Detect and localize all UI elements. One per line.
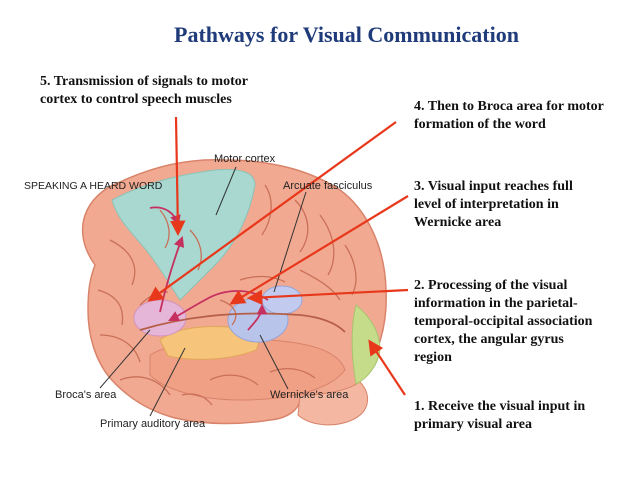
primary-visual-area	[351, 304, 381, 385]
label-speaking-heard-word: SPEAKING A HEARD WORD	[24, 180, 163, 192]
step-3-number: 3.	[414, 179, 425, 194]
lateral-sulcus	[139, 312, 346, 333]
callout-arrows	[147, 116, 409, 396]
step-1-text: Receive the visual input in primary visu…	[414, 399, 586, 432]
arrow-step-4	[147, 121, 397, 302]
step-5-note: 5. Transmission of signals to motor cort…	[40, 73, 248, 109]
gyri-lines	[97, 184, 357, 406]
step-4-text: Then to Broca area for motor formation o…	[414, 99, 604, 132]
label-leaders	[99, 166, 307, 417]
step-4-note: 4. Then to Broca area for motor formatio…	[414, 98, 604, 134]
label-primary-auditory-area: Primary auditory area	[100, 418, 206, 430]
page-title: Pathways for Visual Communication	[174, 22, 519, 47]
step-2-text: Processing of the visual information in …	[414, 278, 593, 365]
step-2-number: 2.	[414, 278, 425, 293]
broca-area-region	[133, 299, 187, 337]
arrow-step-5	[170, 116, 186, 237]
label-brocas-area: Broca's area	[55, 389, 117, 401]
step-5-number: 5.	[40, 74, 51, 89]
arrow-step-3	[229, 195, 409, 305]
step-1-number: 1.	[414, 399, 425, 414]
label-wernickes-area: Wernicke's area	[270, 389, 349, 401]
step-5-text: Transmission of signals to motor cortex …	[40, 74, 248, 107]
cerebellum-shape	[297, 381, 368, 426]
step-1-note: 1. Receive the visual input in primary v…	[414, 398, 585, 434]
step-4-number: 4.	[414, 99, 425, 114]
step-3-text: Visual input reaches full level of inter…	[414, 179, 573, 230]
step-3-note: 3. Visual input reaches full level of in…	[414, 178, 573, 232]
arrow-step-1	[368, 339, 406, 396]
arrow-step-2	[246, 288, 409, 306]
label-arcuate-fasciculus: Arcuate fasciculus	[283, 180, 373, 192]
step-2-note: 2. Processing of the visual information …	[414, 277, 592, 367]
label-motor-cortex: Motor cortex	[214, 153, 276, 165]
